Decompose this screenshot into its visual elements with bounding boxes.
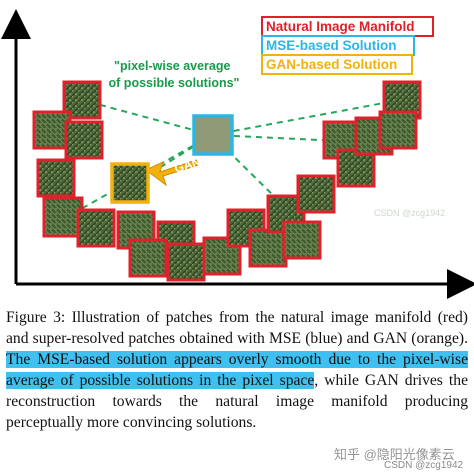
gan-solution-patch [110, 162, 150, 204]
manifold-patch [36, 158, 76, 198]
caption-text-start: Figure 3: Illustration of patches from t… [6, 309, 468, 347]
gan-arrow: GAN [145, 154, 203, 187]
csdn-watermark-figure: CSDN @zcg1942 [374, 208, 445, 218]
manifold-patch [296, 174, 336, 214]
manifold-patch [76, 208, 116, 248]
manifold-patch [378, 110, 418, 150]
figure-caption: Figure 3: Illustration of patches from t… [6, 307, 468, 433]
zhihu-watermark: 知乎 @隐阳光像素云 [334, 447, 455, 462]
legend-gan-solution: GAN-based Solution [266, 57, 397, 72]
manifold-patch [42, 196, 84, 238]
natural-manifold-patches [32, 80, 422, 282]
legend-natural-manifold: Natural Image Manifold [266, 19, 415, 34]
figure-legend: Natural Image Manifold MSE-based Solutio… [261, 16, 434, 75]
caption-text-end: , while GAN drives the reconstruction to… [6, 372, 468, 431]
csdn-watermark: CSDN @zcg1942 [384, 460, 464, 471]
manifold-patch [248, 228, 288, 268]
gan-arrow-label: GAN [173, 154, 203, 176]
legend-mse-solution: MSE-based Solution [266, 38, 397, 53]
manifold-patch [282, 220, 322, 260]
manifold-patch [64, 120, 104, 160]
pixelwise-average-annotation: "pixel-wise average of possible solution… [109, 59, 240, 90]
manifold-patch [128, 238, 168, 278]
manifold-patch [166, 242, 206, 282]
manifold-patch [32, 110, 72, 150]
figure-illustration: GAN "pixel-wise average of possible solu… [0, 9, 474, 299]
mse-solution-patch [192, 114, 234, 156]
